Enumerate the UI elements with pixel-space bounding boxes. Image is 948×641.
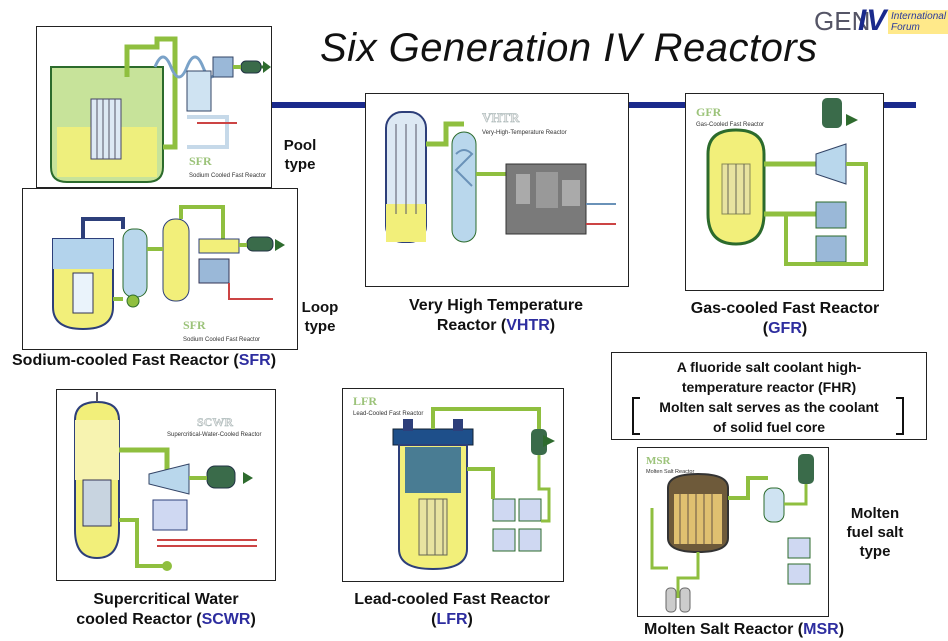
fhr-note-box: A fluoride salt coolant high- temperatur… (611, 352, 927, 440)
sfr-loop-diagram: SFR Sodium Cooled Fast Reactor (22, 188, 298, 350)
lfr-schematic: LFR Lead-Cooled Fast Reactor (353, 394, 555, 571)
gfr-label: Gas-cooled Fast Reactor (GFR) (670, 299, 900, 339)
scwr-line1: Supercritical Water (93, 591, 239, 608)
gfr-open: ( (762, 320, 769, 337)
logo-iv-text: IV (858, 4, 887, 37)
sfr-pool-diagram: SFR Sodium Cooled Fast Reactor (36, 26, 272, 188)
vhtr-line2: Reactor ( (436, 317, 507, 334)
lfr-label: Lead-cooled Fast Reactor (LFR) (330, 590, 574, 630)
fhr-left-bracket (632, 397, 640, 435)
lfr-close: ) (467, 611, 473, 628)
msr-diagram: MSR Molten Salt Reactor (637, 447, 829, 617)
fhr-line2: temperature reactor (FHR) (681, 379, 857, 395)
logo-forum-text: International Forum (888, 10, 948, 34)
fhr-line1: A fluoride salt coolant high- (676, 359, 862, 375)
molten-fuel-salt-type-label: Molten fuel salt type (846, 505, 904, 560)
sfr-label: Sodium-cooled Fast Reactor (SFR) (12, 351, 332, 371)
gfr-schematic: GFR Gas-Cooled Fast Reactor (696, 98, 868, 266)
scwr-label: Supercritical Water cooled Reactor (SCWR… (48, 590, 284, 630)
sfr-pool-caption: Sodium Cooled Fast Reactor (189, 173, 266, 179)
sfr-abbr: SFR (238, 352, 271, 369)
scwr-diagram: SCWR Supercritical-Water-Cooled Reactor (56, 389, 276, 581)
vhtr-label: Very High Temperature Reactor (VHTR) (380, 296, 612, 336)
loop-type-label: Loop type (301, 299, 339, 335)
gfr-caption: Gas-Cooled Fast Reactor (696, 122, 764, 128)
gfr-close: ) (801, 320, 808, 337)
pool-type-label: Pool type (283, 137, 317, 173)
lfr-diagram: LFR Lead-Cooled Fast Reactor (342, 388, 564, 582)
msr-close: ) (838, 621, 845, 638)
scwr-abbr: SCWR (201, 611, 251, 628)
logo-gen-text: GEN (814, 6, 871, 36)
scwr-schematic: SCWR Supercritical-Water-Cooled Reactor (74, 392, 261, 571)
slide-title: Six Generation IV Reactors (320, 26, 818, 70)
lfr-abbr: LFR (436, 611, 468, 628)
sfr-pool-schematic: SFR Sodium Cooled Fast Reactor (50, 36, 271, 183)
msr-name: Molten Salt Reactor ( (643, 621, 804, 638)
sfr-loop-tag: SFR (183, 318, 206, 332)
sfr-loop-schematic: SFR Sodium Cooled Fast Reactor (52, 205, 285, 343)
lfr-tag: LFR (353, 394, 377, 408)
sfr-name: Sodium-cooled Fast Reactor ( (12, 352, 239, 369)
vhtr-abbr: VHTR (506, 317, 550, 334)
gfr-diagram: GFR Gas-Cooled Fast Reactor (685, 93, 884, 291)
sfr-loop-caption: Sodium Cooled Fast Reactor (183, 337, 260, 343)
fhr-line4: of solid fuel core (712, 419, 825, 435)
fhr-right-bracket (896, 397, 904, 435)
gfr-line1: Gas-cooled Fast Reactor (690, 300, 880, 317)
msr-label: Molten Salt Reactor (MSR) (616, 620, 872, 640)
sfr-close: ) (270, 352, 277, 369)
vhtr-caption: Very-High-Temperature Reactor (482, 130, 567, 136)
msr-schematic: MSR Molten Salt Reactor (646, 454, 814, 613)
gfr-tag: GFR (696, 105, 722, 119)
msr-abbr: MSR (803, 621, 839, 638)
vhtr-tag: VHTR (482, 110, 520, 125)
msr-caption: Molten Salt Reactor (646, 469, 694, 475)
gfr-abbr: GFR (768, 320, 802, 337)
gen-iv-forum-logo: GEN IV International Forum (814, 4, 948, 44)
vhtr-schematic: VHTR Very-High-Temperature Reactor (385, 110, 616, 243)
scwr-tag: SCWR (197, 415, 233, 429)
msr-tag: MSR (646, 455, 672, 467)
scwr-caption: Supercritical-Water-Cooled Reactor (167, 432, 261, 438)
lfr-caption: Lead-Cooled Fast Reactor (353, 411, 423, 417)
vhtr-close: ) (549, 317, 556, 334)
lfr-open: ( (431, 611, 437, 628)
scwr-line2: cooled Reactor ( (76, 611, 202, 628)
lfr-line1: Lead-cooled Fast Reactor (354, 591, 550, 608)
vhtr-line1: Very High Temperature (409, 297, 583, 314)
sfr-pool-tag: SFR (189, 154, 212, 168)
scwr-close: ) (250, 611, 256, 628)
vhtr-diagram: VHTR Very-High-Temperature Reactor (365, 93, 629, 287)
fhr-line3: Molten salt serves as the coolant (659, 399, 879, 415)
